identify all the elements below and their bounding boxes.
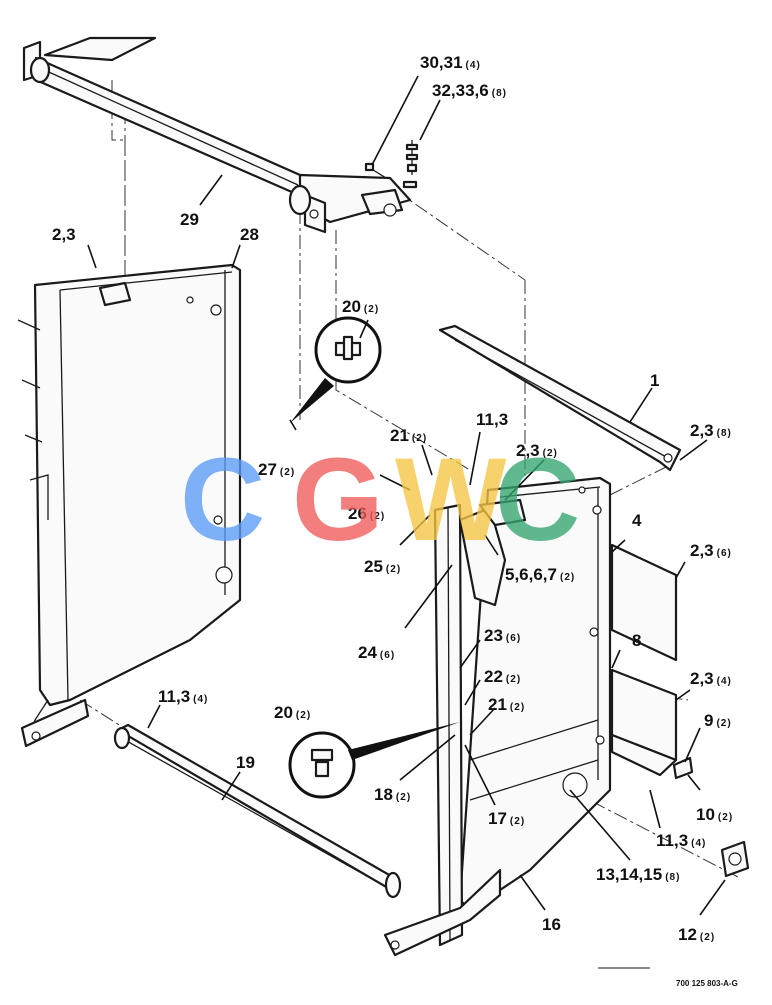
watermark-letter-c2: C (495, 434, 580, 566)
watermark-letter-w: W (395, 434, 507, 566)
callout-10: 10(2) (696, 805, 733, 824)
watermark-letter-c1: C (180, 434, 265, 566)
watermark: C G W C (180, 434, 580, 566)
callout-2-3-2: 2,3(2) (516, 441, 558, 460)
callout-2-3-6: 2,3(6) (690, 541, 732, 560)
callout-12: 12(2) (678, 925, 715, 944)
watermark-letter-g: G (292, 434, 384, 566)
callout-4: 4 (632, 511, 642, 530)
callout-28: 28 (240, 225, 259, 244)
callout-18: 18(2) (374, 785, 411, 804)
callout-1: 1 (650, 371, 659, 390)
detail-circle-top (290, 316, 382, 423)
callout-11-3-right: 11,3(4) (656, 831, 706, 850)
callout-19: 19 (236, 753, 255, 772)
callout-25: 25(2) (364, 557, 401, 576)
callout-22: 22(2) (484, 667, 521, 686)
callout-11-3-left: 11,3(4) (158, 687, 208, 706)
rail-part-1 (438, 324, 682, 472)
plate-part-8 (610, 668, 678, 777)
callout-24: 24(6) (358, 643, 395, 662)
callout-21-top: 21(2) (390, 426, 427, 445)
callout-13-14-15: 13,14,15(8) (596, 865, 680, 884)
callout-9: 9(2) (704, 711, 732, 730)
left-panel (17, 263, 242, 748)
callout-27: 27(2) (258, 460, 295, 479)
drawing-code: 700 125 803-A-G (676, 979, 738, 988)
small-parts (672, 756, 750, 878)
callout-5-6-6-7: 5,6,6,7(2) (505, 565, 575, 584)
callout-21-low: 21(2) (488, 695, 525, 714)
callout-8: 8 (632, 631, 641, 650)
detail-circle-low (288, 722, 460, 799)
callout-26: 26(2) (348, 504, 385, 523)
bottom-rod (113, 723, 402, 899)
callout-2-3-8: 2,3(8) (690, 421, 732, 440)
plate-part-4 (610, 543, 678, 662)
callout-17: 17(2) (488, 809, 525, 828)
callout-23: 23(6) (484, 626, 521, 645)
callout-2-3-4: 2,3(4) (690, 669, 732, 688)
top-tube-assembly (22, 36, 412, 234)
callout-20-top: 20(2) (342, 297, 379, 316)
top-hardware (364, 140, 419, 189)
callout-16: 16 (542, 915, 561, 934)
callout-30-31: 30,31(4) (420, 53, 481, 72)
callout-11-3-mid: 11,3 (476, 410, 508, 429)
callout-29: 29 (180, 210, 199, 229)
callout-20-low: 20(2) (274, 703, 311, 722)
callout-2-3-top: 2,3 (52, 225, 76, 244)
leader-lines (87, 75, 726, 916)
callout-32-33-6: 32,33,6(8) (432, 81, 507, 100)
callout-labels: 30,31(4) 32,33,6(8) 29 28 2,3 20(2) 1 2,… (52, 53, 733, 944)
